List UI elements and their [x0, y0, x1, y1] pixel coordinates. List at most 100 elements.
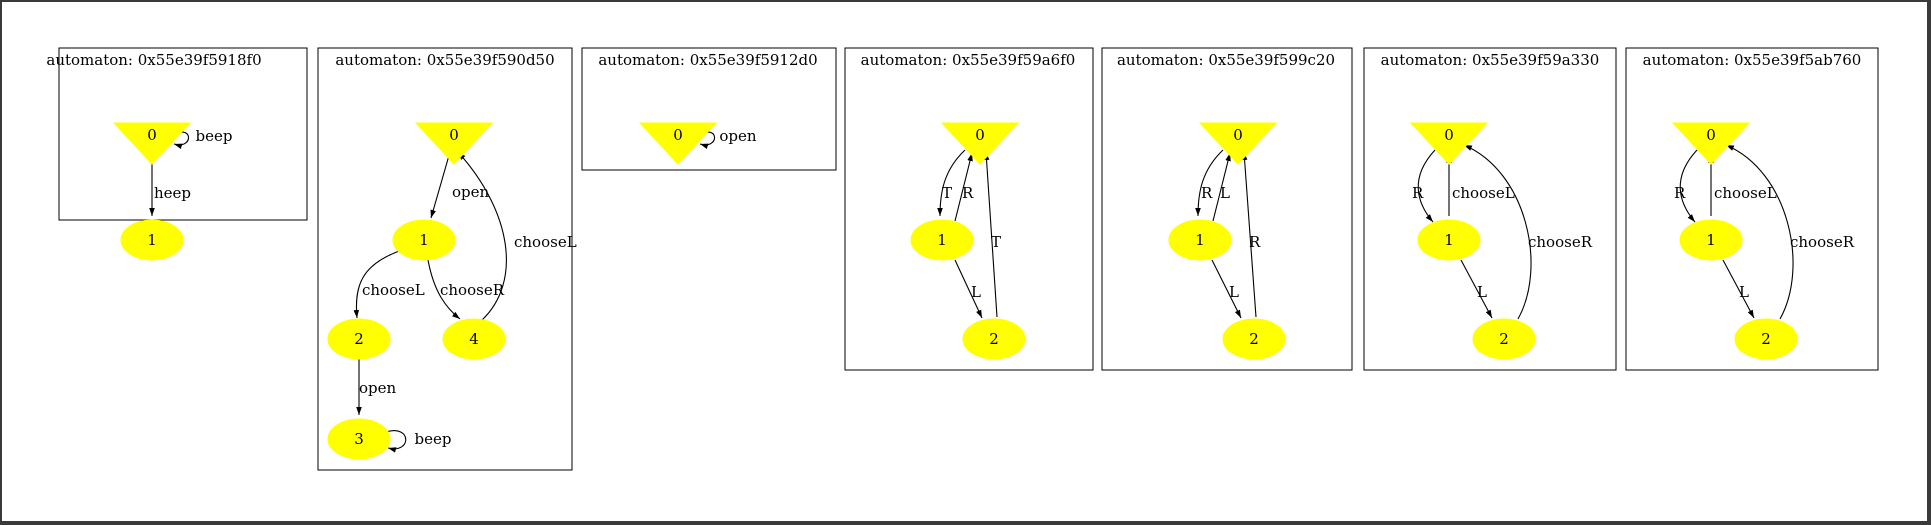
state-node [120, 219, 184, 261]
start-state-node [1671, 122, 1751, 165]
state-label: 0 [1444, 126, 1454, 144]
state-label: 0 [975, 126, 985, 144]
edge-label: chooseL [1714, 184, 1777, 202]
edge-label: chooseL [1452, 184, 1515, 202]
start-state-node [1409, 122, 1489, 165]
state-label: 3 [354, 430, 364, 448]
edge-label: R [1674, 184, 1686, 202]
automaton-cluster: automaton: 0x55e39f5918f0 beep heep 0 1 [46, 47, 308, 261]
state-node [910, 219, 974, 261]
transition-edge [353, 249, 403, 319]
state-label: 2 [1499, 330, 1509, 348]
edge-label: open [719, 127, 757, 145]
transition-edge [457, 151, 507, 321]
state-label: 1 [419, 231, 429, 249]
transition-edge [1417, 149, 1436, 223]
transition-edge [983, 151, 998, 318]
edge-label: L [1739, 283, 1749, 301]
state-node [1222, 318, 1286, 360]
cluster-border [317, 47, 573, 471]
state-label: 0 [147, 126, 157, 144]
state-label: 0 [1706, 126, 1716, 144]
cluster-title: automaton: 0x55e39f590d50 [335, 51, 554, 69]
edge-label: chooseR [1790, 233, 1855, 251]
transition-edge [430, 151, 451, 219]
automaton-cluster: automaton: 0x55e39f5912d0 open 0 [581, 47, 837, 171]
cluster-title: automaton: 0x55e39f5918f0 [46, 51, 261, 69]
edge-label: beep [196, 127, 233, 145]
edge-label: heep [154, 184, 191, 202]
transition-edge [1195, 149, 1224, 217]
state-label: 1 [147, 231, 157, 249]
transition-edge [1463, 144, 1532, 320]
state-label: 0 [1233, 126, 1243, 144]
edge-label: T [991, 233, 1001, 251]
start-state-node [638, 122, 718, 165]
cluster-title: automaton: 0x55e39f5ab760 [1643, 51, 1862, 69]
state-label: 2 [1761, 330, 1771, 348]
cluster-title: automaton: 0x55e39f5912d0 [598, 51, 817, 69]
state-node [962, 318, 1026, 360]
state-label: 1 [1444, 231, 1454, 249]
state-node [327, 418, 391, 460]
edge-label: beep [415, 430, 452, 448]
self-loop-edge [385, 430, 407, 453]
edge-label: L [1220, 184, 1230, 202]
state-label: 4 [469, 330, 479, 348]
state-label: 1 [1195, 231, 1205, 249]
cluster-title: automaton: 0x55e39f59a330 [1381, 51, 1600, 69]
start-state-node [112, 122, 192, 165]
transition-edge [1241, 151, 1257, 318]
automaton-cluster: automaton: 0x55e39f590d50 open chooseL choo… [317, 47, 577, 471]
edge-label: L [971, 283, 981, 301]
transition-edge [937, 149, 966, 217]
state-node [1472, 318, 1536, 360]
edge-label: open [359, 379, 397, 397]
transition-edge [1211, 259, 1242, 319]
edge-label: R [1412, 184, 1424, 202]
cluster-border [844, 47, 1094, 371]
transition-edge [1679, 149, 1698, 223]
state-label: 2 [354, 330, 364, 348]
state-label: 1 [1706, 231, 1716, 249]
start-state-node [940, 122, 1020, 165]
cluster-border [581, 47, 837, 171]
transition-edge [1460, 259, 1493, 319]
state-label: 0 [673, 126, 683, 144]
state-node [1679, 219, 1743, 261]
transition-edge [954, 152, 973, 222]
transition-edge [954, 259, 983, 319]
edge-label: L [1229, 283, 1239, 301]
state-node [392, 219, 456, 261]
transition-edge [1212, 152, 1231, 222]
state-label: 0 [449, 126, 459, 144]
cluster-title: automaton: 0x55e39f59a6f0 [861, 51, 1076, 69]
state-node [327, 318, 391, 360]
edge-label: L [1477, 283, 1487, 301]
transition-edge [1722, 259, 1755, 319]
state-node [1168, 219, 1232, 261]
state-label: 2 [1249, 330, 1259, 348]
start-state-node [1198, 122, 1278, 165]
state-label: 2 [989, 330, 999, 348]
edge-label: chooseR [440, 281, 505, 299]
transition-edge [1725, 144, 1794, 320]
state-node [1734, 318, 1798, 360]
edge-label: R [1249, 233, 1261, 251]
state-label: 1 [937, 231, 947, 249]
transition-edge [427, 259, 461, 320]
state-node [1417, 219, 1481, 261]
edge-label: T [942, 184, 952, 202]
cluster-border [58, 47, 308, 221]
cluster-border [1625, 47, 1879, 371]
edge-label: chooseL [362, 281, 425, 299]
cluster-border [1101, 47, 1353, 371]
edge-label: chooseR [1528, 233, 1593, 251]
